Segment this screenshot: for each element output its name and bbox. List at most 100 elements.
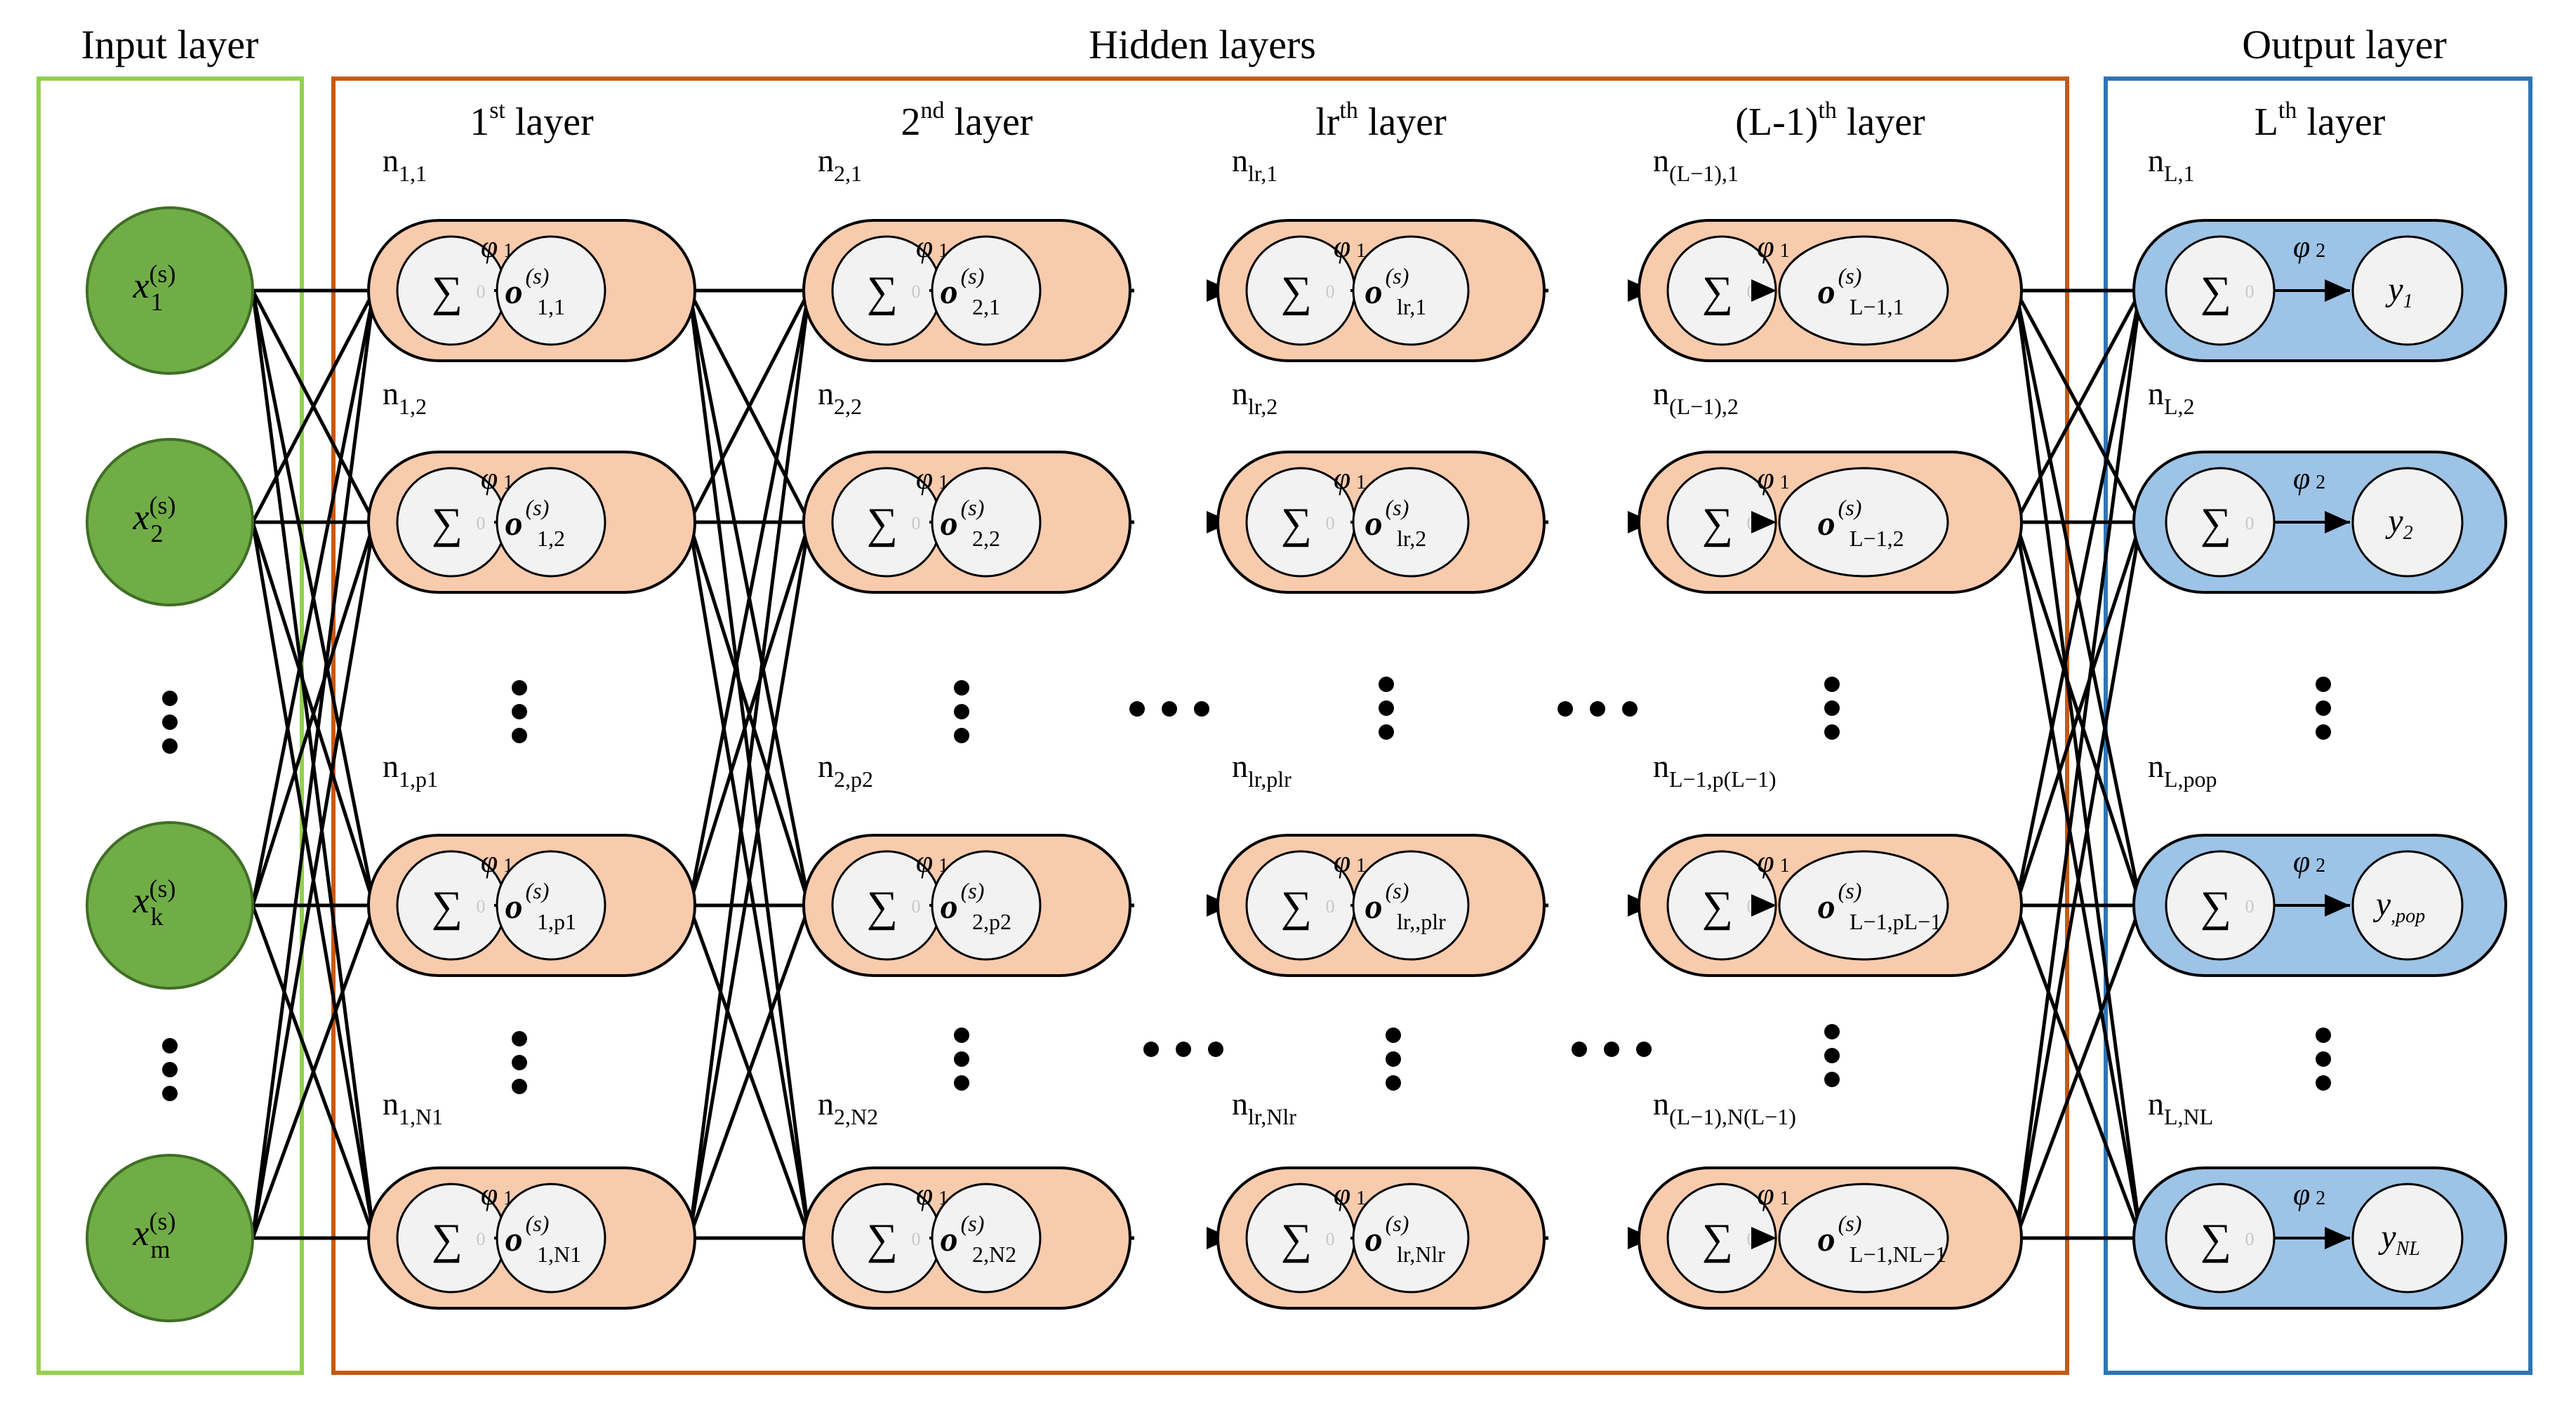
node-label-1-2: n2,p2 xyxy=(818,748,873,792)
vdots-lr-b-0 xyxy=(1386,1028,1401,1043)
node-label-2-1: nlr,2 xyxy=(1232,375,1277,419)
output-circle-2-0 xyxy=(1352,235,1470,346)
vdots-lr-a-0 xyxy=(1379,677,1394,692)
output-circle-3-0 xyxy=(1778,235,1949,346)
sum-symbol-2-3: ∑ xyxy=(1281,1216,1312,1263)
hdots-mid-b-0 xyxy=(1143,1042,1159,1057)
neuron-output-label-2-0: o(s) xyxy=(1365,263,1409,311)
neuron-output-sub-1-2: 2,p2 xyxy=(972,909,1011,934)
sum-symbol-1-3: ∑ xyxy=(867,1216,898,1263)
zero-mark-2-0: 0 xyxy=(1326,281,1335,302)
vdots-l1-b-0 xyxy=(512,1031,527,1046)
vdots-input-a-0 xyxy=(162,691,178,706)
zero-mark-1-3: 0 xyxy=(912,1229,921,1249)
connection-lines xyxy=(251,279,2143,1249)
neuron-output-label-2-2: o(s) xyxy=(1365,878,1409,926)
edge-input-2-l1-1 xyxy=(251,521,376,906)
edge-l1-1-l2-0 xyxy=(687,289,811,524)
edge-lm1-1-L-0 xyxy=(2014,289,2143,524)
output-circle-1-2 xyxy=(931,850,1042,961)
vdots-l2-a-1 xyxy=(954,704,969,719)
vdots-lr-a-1 xyxy=(1379,700,1394,716)
node-label-2-2: nlr,plr xyxy=(1232,748,1292,792)
hidden-layers-box xyxy=(331,77,2069,1375)
edge-input-1-l1-0 xyxy=(251,289,376,524)
input-node-3 xyxy=(86,1154,254,1322)
vdots-lm1-a-1 xyxy=(1824,700,1840,716)
vdots-out-a-0 xyxy=(2316,677,2331,692)
neuron-output-label-3-3: o(s) xyxy=(1818,1211,1862,1258)
edge-l1-3-l2-0 xyxy=(687,290,811,1239)
node-label-3-2: nL−1,p(L−1) xyxy=(1653,748,1777,792)
input-node-label-3: x(s)m xyxy=(132,1207,175,1263)
output-circle-4-3 xyxy=(2351,1183,2464,1294)
zero-mark-0-0: 0 xyxy=(477,281,486,302)
neuron-output-label-0-3: o(s) xyxy=(505,1211,550,1258)
edge-lm1-2-L-0 xyxy=(2014,290,2143,906)
node-label-4-0: nL,1 xyxy=(2148,142,2195,186)
node-label-4-2: nL,pop xyxy=(2148,748,2217,792)
sum-symbol-3-1: ∑ xyxy=(1702,500,1733,547)
vdots-input-b-0 xyxy=(162,1038,178,1053)
neuron-output-label-0-2: o(s) xyxy=(505,878,550,926)
sum-symbol-3-0: ∑ xyxy=(1702,268,1733,316)
zero-mark-3-2: 0 xyxy=(1747,896,1756,917)
vdots-lm1-a-0 xyxy=(1824,677,1840,692)
output-circle-0-0 xyxy=(496,235,606,346)
sum-symbol-2-2: ∑ xyxy=(1281,883,1312,931)
hdots-mid-b-1 xyxy=(1176,1042,1191,1057)
hdots-mid-a-0 xyxy=(1129,701,1145,717)
vdots-l2-b-0 xyxy=(954,1028,969,1043)
edge-lm1-3-L-2 xyxy=(2014,905,2143,1239)
neuron-output-sub-3-3: L−1,NL−1 xyxy=(1850,1242,1946,1267)
sum-symbol-3-3: ∑ xyxy=(1702,1216,1733,1263)
hdots-right-b-1 xyxy=(1604,1042,1619,1057)
node-label-2-0: nlr,1 xyxy=(1232,142,1277,186)
output-circle-2-1 xyxy=(1352,467,1470,578)
neuron-output-label-3-1: o(s) xyxy=(1818,495,1862,543)
node-label-0-1: n1,2 xyxy=(383,375,427,419)
input-node-label-1: x(s)2 xyxy=(132,491,175,547)
zero-mark-4-0: 0 xyxy=(2245,281,2255,302)
vdots-lm1-a-2 xyxy=(1824,724,1840,740)
node-label-4-1: nL,2 xyxy=(2148,375,2195,419)
sum-symbol-4-3: ∑ xyxy=(2200,1216,2231,1263)
vdots-input-b-2 xyxy=(162,1086,178,1101)
layer-title-4: Lth layer xyxy=(2255,98,2386,144)
edge-input-3-l1-1 xyxy=(251,521,376,1239)
vdots-lm1-b-1 xyxy=(1824,1048,1840,1063)
output-circle-3-2 xyxy=(1778,850,1949,961)
edge-l1-2-l2-1 xyxy=(687,521,811,906)
input-node-label-0: x(s)1 xyxy=(132,260,175,316)
vdots-lr-b-2 xyxy=(1386,1075,1401,1091)
edge-l1-2-l2-0 xyxy=(687,290,811,906)
neuron-output-sub-2-1: lr,2 xyxy=(1397,526,1426,551)
output-circle-0-2 xyxy=(496,850,606,961)
neuron-output-label-1-2: o(s) xyxy=(941,878,985,926)
zero-mark-1-1: 0 xyxy=(912,513,921,533)
zero-mark-0-2: 0 xyxy=(477,896,486,917)
node-label-1-0: n2,1 xyxy=(818,142,862,186)
vdots-l1-a-0 xyxy=(512,680,527,696)
sum-symbol-0-1: ∑ xyxy=(432,500,463,547)
hdots-right-a-1 xyxy=(1590,701,1605,717)
neuron-output-label-0-1: o(s) xyxy=(505,495,550,543)
neuron-output-sub-2-2: lr,,plr xyxy=(1397,909,1446,934)
vdots-input-a-1 xyxy=(162,714,178,730)
hidden-layers-title: Hidden layers xyxy=(1089,22,1316,67)
neuron-output-sub-3-0: L−1,1 xyxy=(1850,294,1904,319)
output-circle-1-1 xyxy=(931,467,1042,578)
sum-symbol-0-2: ∑ xyxy=(432,883,463,931)
zero-mark-0-1: 0 xyxy=(477,513,486,533)
node-label-0-3: n1,N1 xyxy=(383,1086,443,1129)
hdots-right-a-0 xyxy=(1558,701,1573,717)
edge-lm1-3-L-1 xyxy=(2014,521,2143,1239)
neuron-output-sub-0-1: 1,2 xyxy=(537,526,565,551)
hdots-right-b-0 xyxy=(1572,1042,1587,1057)
neuron-output-label-3-0: o(s) xyxy=(1818,263,1862,311)
